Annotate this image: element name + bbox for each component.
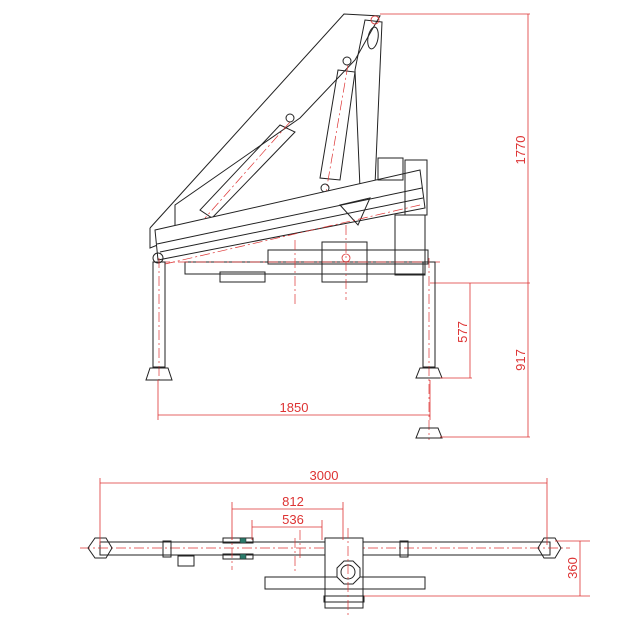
right-outrigger-beam: [359, 541, 551, 556]
right-pad: [537, 537, 562, 559]
left-outrigger-beam: [99, 541, 326, 556]
dim-1850: 1850: [280, 400, 309, 415]
top-dimensions: 3000 812 536 360: [99, 468, 590, 597]
dim-360: 360: [565, 557, 580, 579]
dim-812: 812: [282, 494, 304, 509]
side-dimensions: 1770 917 577 1850: [157, 14, 529, 437]
dim-3000: 3000: [310, 468, 339, 483]
boom-tip-pin: [370, 15, 380, 25]
dim-536: 536: [282, 512, 304, 527]
dim-1770: 1770: [513, 136, 528, 165]
side-view: [145, 13, 530, 440]
dim-577: 577: [455, 321, 470, 343]
boom-slot: [367, 26, 379, 50]
right-leg: [394, 214, 443, 440]
dim-917: 917: [513, 349, 528, 371]
top-view: [80, 528, 570, 615]
left-leg: [145, 258, 173, 381]
lift-cylinder: [319, 69, 356, 181]
main-boom: [154, 169, 426, 261]
left-pad: [87, 537, 113, 559]
